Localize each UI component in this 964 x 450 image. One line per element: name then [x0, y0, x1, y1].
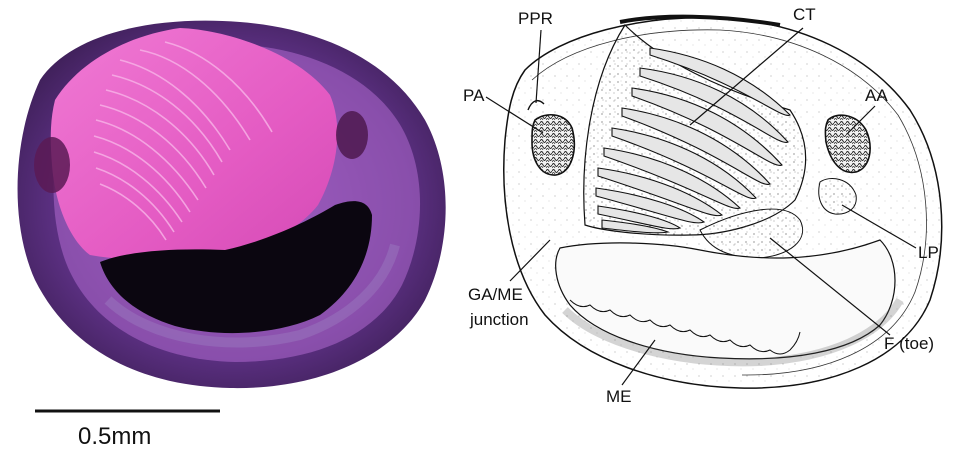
pa-structure — [532, 115, 574, 175]
label-pa: PA — [463, 86, 485, 105]
label-aa: AA — [865, 86, 888, 105]
label-ct: CT — [793, 5, 816, 24]
stained-specimen-photo — [18, 21, 446, 388]
specimen-line-drawing — [504, 17, 942, 388]
label-ppr: PPR — [518, 9, 553, 28]
label-ga-me-line2: junction — [469, 310, 529, 329]
dark-spot-right — [336, 111, 368, 159]
label-ga-me-line1: GA/ME — [468, 285, 523, 304]
label-f-toe: F (toe) — [884, 334, 934, 353]
scale-bar-label: 0.5mm — [78, 423, 151, 450]
scale-bar: 0.5mm — [35, 411, 220, 450]
label-lp: LP — [918, 243, 939, 262]
dark-spot-left — [34, 137, 70, 193]
label-me: ME — [606, 387, 632, 406]
